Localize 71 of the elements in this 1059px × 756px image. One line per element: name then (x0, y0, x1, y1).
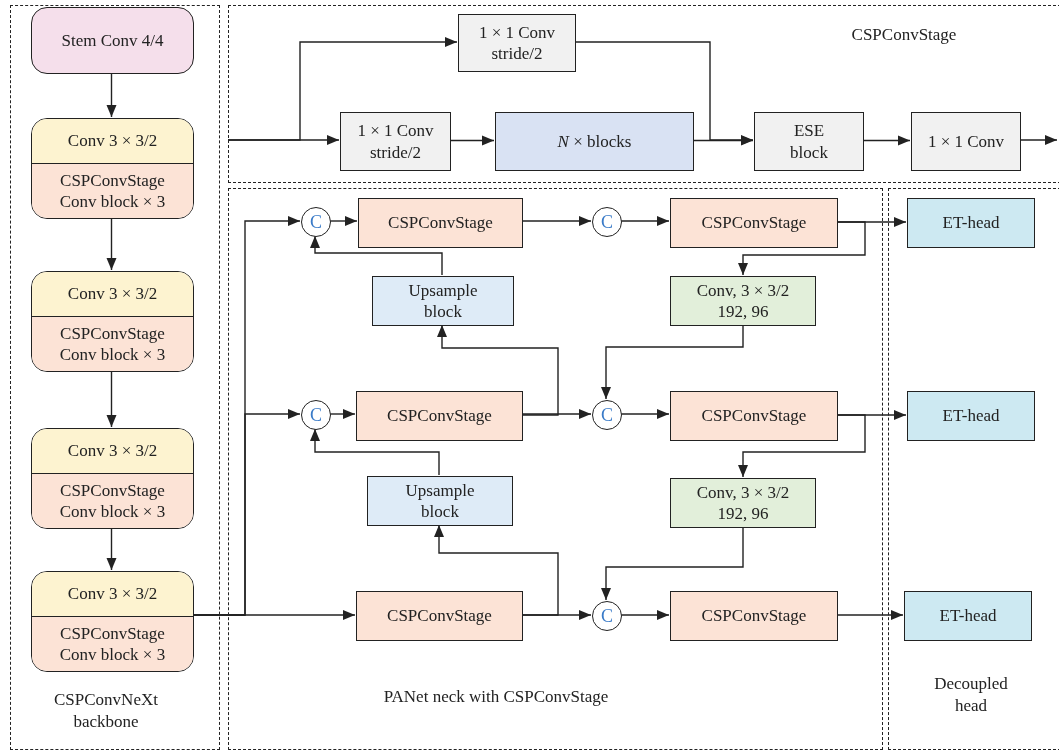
arrow (449, 135, 495, 146)
ese-block: ESE block (754, 112, 864, 171)
arrow (437, 324, 559, 416)
csp-stage-label: CSPConvStage Conv block × 3 (32, 163, 193, 218)
arrow (620, 409, 670, 419)
head-block: ET-head (907, 198, 1035, 248)
arrow (601, 526, 744, 601)
arrow (620, 216, 670, 226)
dashed-panel (888, 188, 1059, 750)
conv-layer-label: Conv 3 × 3/2 (32, 572, 193, 617)
arrow (521, 610, 592, 620)
arrow (192, 610, 356, 620)
arrow (310, 235, 443, 276)
head-block: ET-head (904, 591, 1032, 641)
conv-layer-label: Conv 3 × 3/2 (32, 429, 193, 474)
conv-layer-label: Conv 3 × 3/2 (32, 119, 193, 164)
csp-stage-block: CSPConvStage (356, 591, 523, 641)
arrow (434, 524, 559, 616)
csp-stage-label: CSPConvStage Conv block × 3 (32, 473, 193, 528)
csp-stage-block: CSPConvStage (356, 391, 523, 441)
concat-node: C (592, 400, 622, 430)
csp-stage-label: CSPConvStage Conv block × 3 (32, 616, 193, 671)
backbone-stage-block (31, 428, 194, 529)
upsample-block: Upsample block (367, 476, 513, 526)
arrow (738, 221, 866, 276)
backbone-stage-block (31, 118, 194, 219)
panel-title: CSPConvStage (850, 24, 958, 46)
arrow (106, 370, 117, 428)
blocks-stack: N × blocks (495, 112, 694, 171)
conv-block: 1 × 1 Conv stride/2 (340, 112, 451, 171)
arrow (310, 428, 440, 476)
concat-node: C (301, 207, 331, 237)
csp-stage-label: CSPConvStage Conv block × 3 (32, 316, 193, 371)
arrow (106, 72, 117, 118)
head-block: ET-head (907, 391, 1035, 441)
backbone-stage-block (31, 571, 194, 672)
arrow (620, 610, 670, 620)
conv-layer-label: Conv 3 × 3/2 (32, 272, 193, 317)
backbone-stage-block (31, 271, 194, 372)
arrow (574, 41, 754, 145)
arrow (521, 409, 592, 419)
csp-stage-block: CSPConvStage (670, 391, 838, 441)
arrow (836, 610, 904, 620)
conv-block: 1 × 1 Conv (911, 112, 1021, 171)
panel-title: Decoupled head (933, 673, 1009, 718)
arrow (329, 409, 356, 419)
csp-stage-block: CSPConvStage (670, 198, 838, 248)
arrow (106, 527, 117, 571)
arrow (738, 414, 866, 478)
conv-downsample-block: Conv, 3 × 3/2 192, 96 (670, 478, 816, 528)
arrow (329, 216, 358, 226)
panel-title: CSPConvNeXt backbone (53, 689, 159, 734)
conv-block: 1 × 1 Conv stride/2 (458, 14, 576, 72)
dashed-panel (228, 5, 1059, 183)
conv-downsample-block: Conv, 3 × 3/2 192, 96 (670, 276, 816, 326)
arrow (227, 37, 458, 141)
arrow (862, 135, 911, 146)
arrow (106, 217, 117, 271)
arrow (1019, 135, 1058, 145)
dashed-panel (10, 5, 220, 750)
concat-node: C (592, 207, 622, 237)
arrow (601, 324, 744, 400)
csp-stage-block: CSPConvStage (358, 198, 523, 248)
stem-conv-block: Stem Conv 4/4 (31, 7, 194, 74)
upsample-block: Upsample block (372, 276, 514, 326)
concat-node: C (592, 601, 622, 631)
concat-node: C (301, 400, 331, 430)
panel-title: PANet neck with CSPConvStage (382, 686, 610, 708)
csp-stage-block: CSPConvStage (670, 591, 838, 641)
arrow (521, 216, 592, 226)
dashed-panel (228, 188, 883, 750)
